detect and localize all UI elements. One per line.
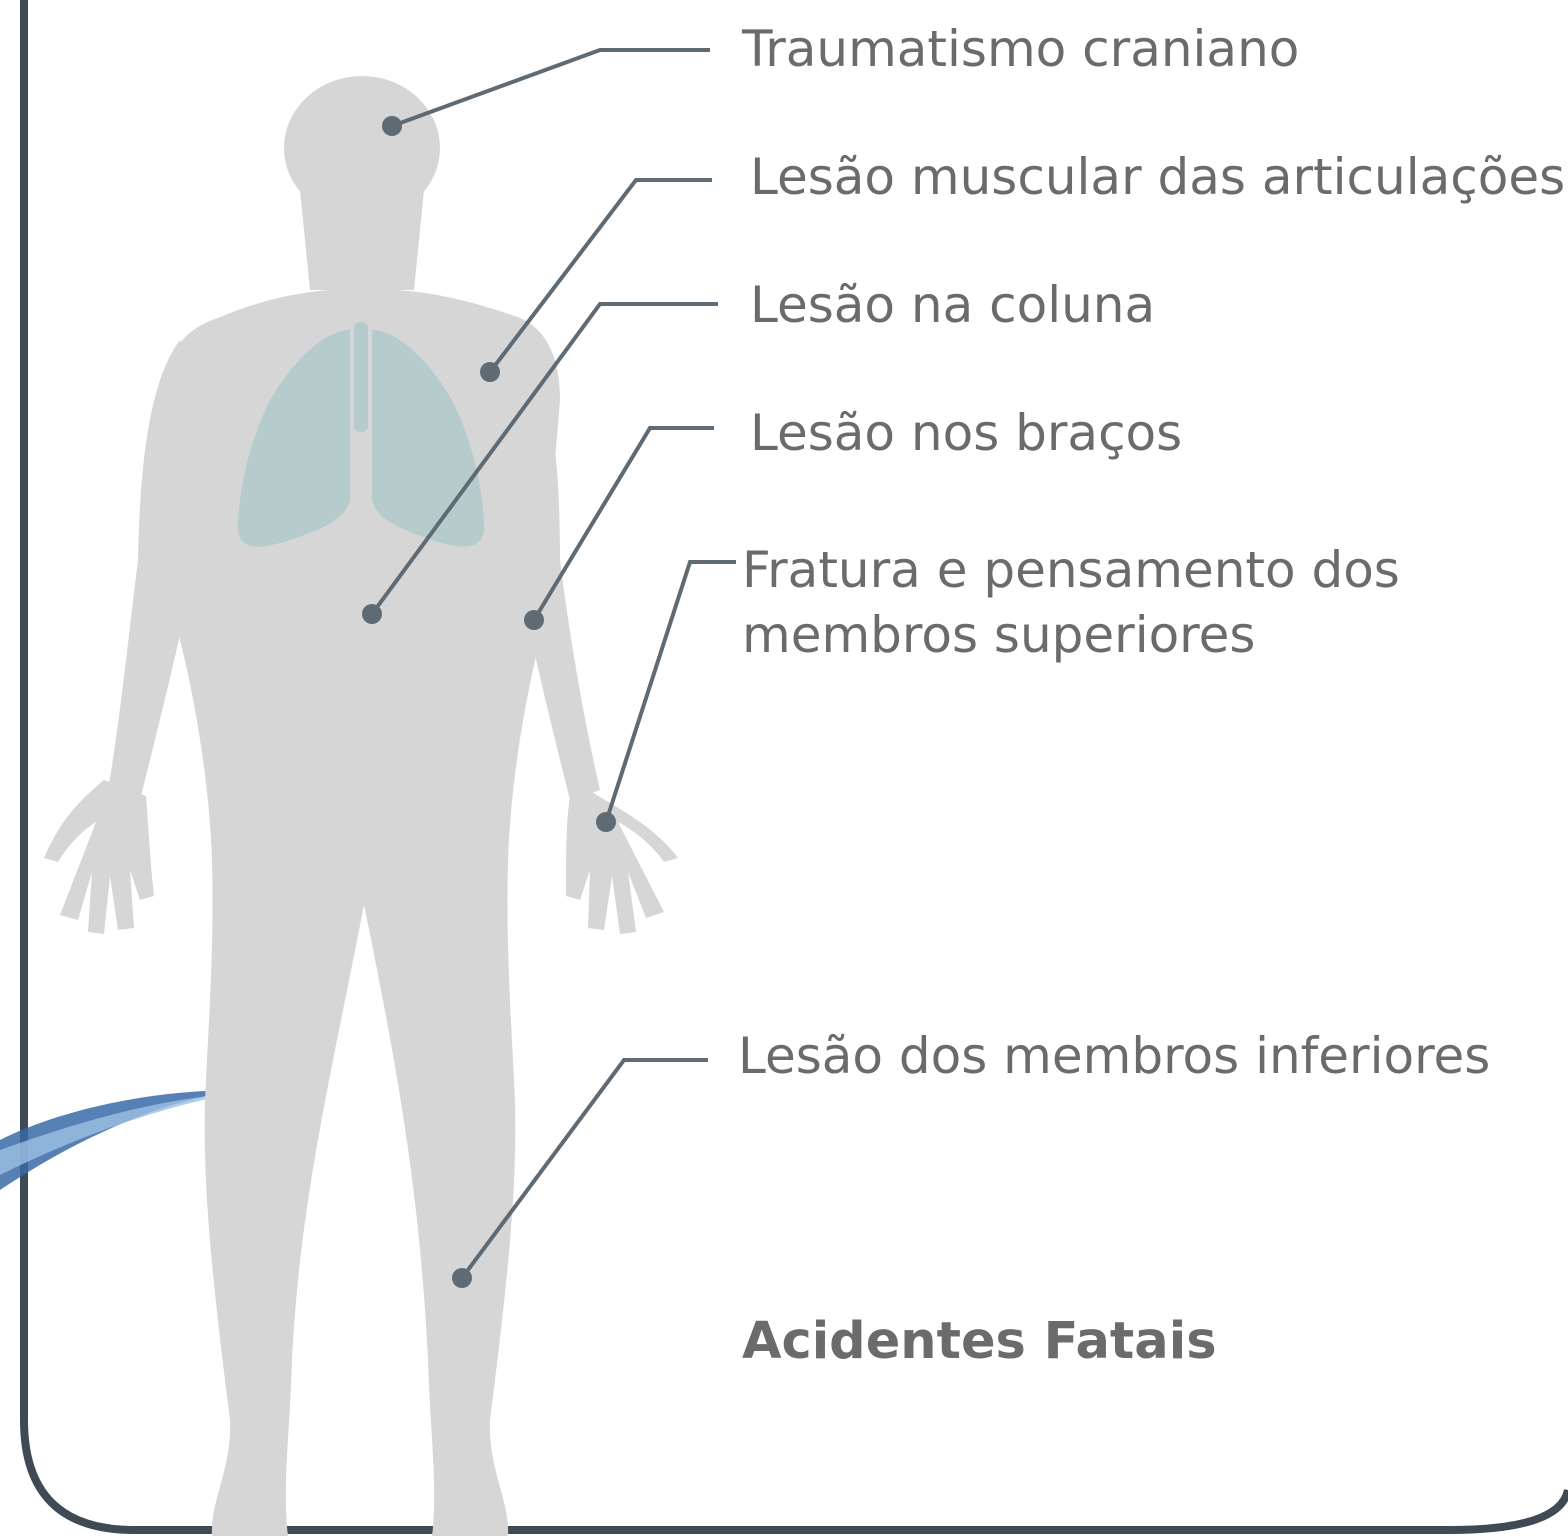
label-joint-muscle-injury: Lesão muscular das articulações bbox=[750, 148, 1566, 206]
leader-dots bbox=[362, 116, 616, 1288]
label-lower-limb-injury: Lesão dos membros inferiores bbox=[738, 1027, 1491, 1085]
lungs-icon bbox=[238, 322, 484, 547]
leader-line-torso bbox=[370, 302, 718, 616]
frame-border bbox=[20, 0, 1568, 1534]
label-arm-injury: Lesão nos braços bbox=[750, 404, 1183, 462]
leader-dot-shoulder bbox=[480, 362, 500, 382]
swoosh-decoration-icon bbox=[0, 1090, 238, 1190]
leader-line-shoulder bbox=[488, 178, 712, 374]
leader-line-upper-arm bbox=[532, 426, 714, 622]
leader-dot-hand bbox=[596, 812, 616, 832]
fatal-accidents-heading: Acidentes Fatais bbox=[742, 1312, 1217, 1371]
leader-line-head bbox=[391, 48, 710, 128]
leader-line-hand bbox=[604, 560, 736, 823]
leader-dot-upper-arm bbox=[524, 610, 544, 630]
leader-dot-head bbox=[382, 116, 402, 136]
leader-dot-torso bbox=[362, 604, 382, 624]
leader-lines bbox=[370, 48, 736, 1280]
leader-line-leg bbox=[460, 1058, 708, 1280]
label-spine-injury: Lesão na coluna bbox=[750, 276, 1156, 334]
label-head-injury: Traumatismo craniano bbox=[742, 20, 1300, 78]
label-upper-limb-fracture: Fratura e pensamento dos membros superio… bbox=[742, 541, 1400, 664]
human-body-icon bbox=[44, 76, 678, 1536]
leader-dot-leg bbox=[452, 1268, 472, 1288]
